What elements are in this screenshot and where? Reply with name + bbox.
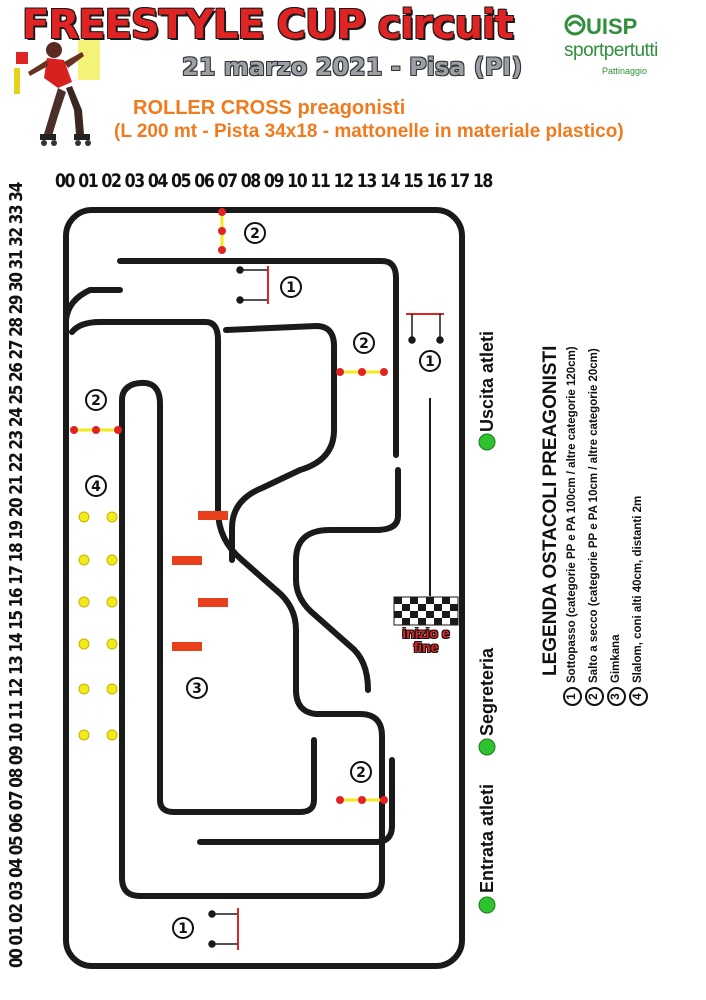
entrance-marker-icon — [478, 896, 496, 914]
badge-label: 2 — [91, 393, 101, 409]
badge-label: 4 — [91, 479, 101, 495]
legend-badge-3: 3 — [607, 687, 626, 706]
exit-label: Uscita atleti — [477, 330, 497, 432]
event-date: 21 marzo 2021 - Pisa (PI) — [182, 53, 523, 81]
start-finish-text: inizio e fine — [402, 625, 450, 655]
badge-label: 1 — [425, 354, 435, 370]
track-inner-island — [69, 319, 385, 899]
legend-text-1: Sottopasso (categorie PP e PA 100cm / al… — [566, 346, 578, 683]
uisp-logo: UISP sportpertutti Pattinaggio — [562, 14, 678, 90]
legend-title: LEGENDA OSTACOLI PREAGONISTI — [540, 345, 561, 676]
badge-label: 2 — [250, 226, 260, 242]
track-outer-wall — [63, 207, 465, 969]
legend-item-2: 2 Salto a secco (categorie PP e PA 10cm /… — [584, 348, 604, 706]
badge-2-top: 2 — [244, 222, 266, 244]
uisp-emblem-icon — [564, 14, 586, 36]
badge-label: 3 — [192, 681, 202, 697]
skater-icon — [14, 40, 100, 146]
underpass-gate-bottom — [208, 908, 239, 950]
badge-4: 4 — [85, 475, 107, 497]
legend-text-2: Salto a secco (categorie PP e PA 10cm / … — [588, 348, 600, 683]
uisp-section: Pattinaggio — [602, 66, 648, 76]
start-finish-line — [393, 596, 459, 626]
start-finish-label: inizio e fine — [396, 626, 456, 654]
badge-label: 1 — [178, 921, 188, 937]
badge-label: 1 — [286, 280, 296, 296]
race-subtitle: (L 200 mt - Pista 34x18 - mattonelle in … — [114, 121, 624, 142]
legend-text-3: Gimkana — [610, 634, 622, 683]
underpass-gate-top — [236, 266, 269, 304]
badge-label: 2 — [356, 765, 366, 781]
track-bottom-lane — [197, 757, 395, 845]
badge-1-bottom: 1 — [172, 917, 194, 939]
badge-2-bottom: 2 — [350, 761, 372, 783]
x-grid-labels: 00 01 02 03 04 05 06 07 08 09 10 11 12 1… — [55, 170, 493, 192]
legend-item-4: 4 Slalom, coni alti 40cm, distanti 2m — [628, 496, 648, 706]
jump-bar-top — [218, 208, 226, 254]
uisp-name: UISP — [586, 14, 638, 39]
office-label: Segreteria — [477, 647, 497, 736]
badge-label: 2 — [359, 336, 369, 352]
legend-item-3: 3 Gimkana — [606, 634, 626, 706]
race-title: ROLLER CROSS preagonisti — [133, 97, 406, 119]
event-title: FREESTYLE CUP circuit — [22, 2, 514, 48]
gimkana-blocks — [172, 511, 228, 651]
jump-bar-bottom — [336, 796, 388, 804]
jump-bar-right — [336, 368, 388, 376]
badge-3: 3 — [186, 677, 208, 699]
badge-2-right: 2 — [353, 332, 375, 354]
entrance-label: Entrata atleti — [477, 783, 497, 893]
exit-marker-icon — [478, 433, 496, 451]
uisp-slogan: sportpertutti — [564, 40, 658, 61]
legend-badge-1: 1 — [563, 687, 582, 706]
legend-badge-2: 2 — [585, 687, 604, 706]
badge-2-left: 2 — [85, 389, 107, 411]
underpass-gate-right — [406, 313, 444, 344]
track-top-divider — [117, 258, 399, 458]
legend-text-4: Slalom, coni alti 40cm, distanti 2m — [632, 495, 644, 683]
track-s-bend — [293, 467, 401, 693]
legend-badge-4: 4 — [629, 687, 648, 706]
legend-item-1: 1 Sottopasso (categorie PP e PA 100cm / a… — [562, 346, 582, 706]
office-marker-icon — [478, 738, 496, 756]
jump-bar-left — [70, 426, 122, 434]
badge-1-top: 1 — [280, 276, 302, 298]
track-hairpin — [131, 380, 317, 815]
badge-1-right: 1 — [419, 350, 441, 372]
slalom-cones — [78, 511, 118, 741]
track-left-lane — [63, 287, 123, 323]
track-right-curve — [223, 323, 337, 563]
